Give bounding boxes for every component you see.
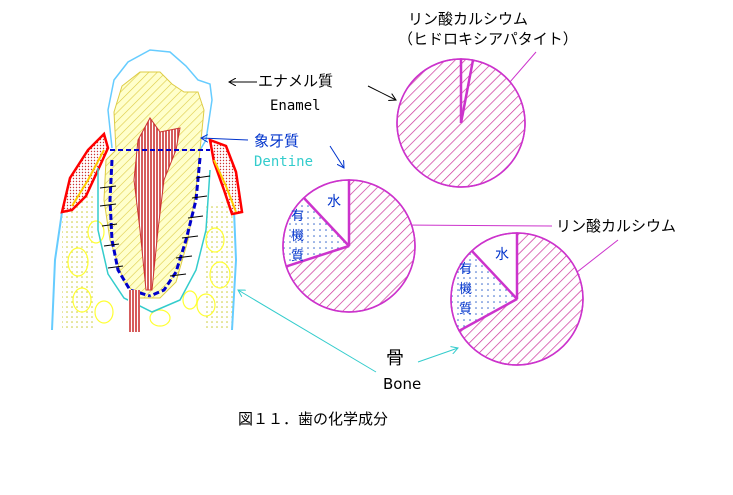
enamel-pie [396,58,526,188]
hydroxyapatite-label: リン酸カルシウム [408,10,528,28]
composition-pies: 水有機質水有機質 [282,58,584,366]
gum-left [60,131,110,214]
hydroxyapatite-sublabel: （ヒドロキシアパタイト） [398,30,578,48]
dentine-organic-label-char: 有 [291,209,304,224]
periodontal-ligament [99,175,211,277]
enamel-label-en: Enamel [270,98,321,114]
bone-organic-label-char: 質 [459,302,472,317]
dentine-organic-label-char: 質 [291,249,304,264]
bone-water-label: 水 [495,247,509,263]
bone-organic-label-char: 機 [459,282,472,297]
dentine-label-en: Dentine [254,154,313,170]
alveolar-bone [62,190,236,330]
enamel-label-jp: エナメル質 [258,72,333,90]
gum-right [208,138,244,216]
bone-organic-label-char: 有 [459,262,472,277]
root-canal-right [149,157,202,298]
dentine-label-jp: 象牙質 [254,132,299,150]
calcium-phosphate-label: リン酸カルシウム [556,217,676,235]
figure-caption: 図１１．歯の化学成分 [238,410,388,428]
dentine-organic-label-char: 機 [291,229,304,244]
tooth-illustration [51,49,244,332]
dentine-water-label: 水 [327,194,341,210]
enamel-outline [107,49,213,151]
pulp [133,117,181,291]
bone-label-jp: 骨 [386,348,404,369]
bone-label-en: Bone [383,375,421,393]
